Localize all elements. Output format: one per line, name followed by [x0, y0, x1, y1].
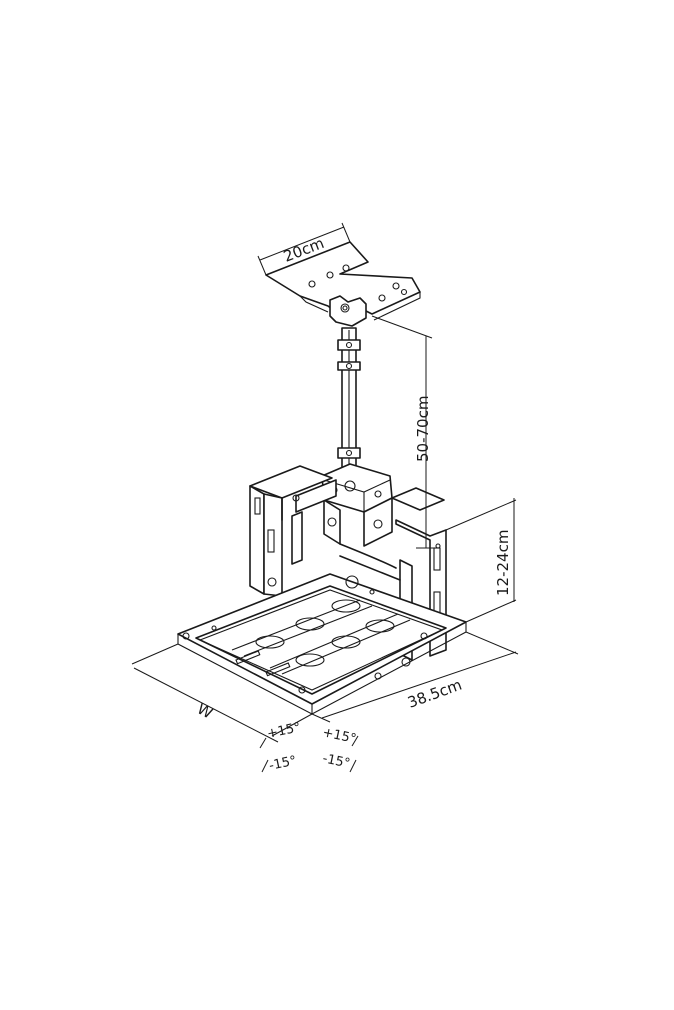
bracket-height-label: 12-24cm: [494, 530, 512, 596]
ceiling-plate: [265, 241, 421, 327]
projector-tray: [177, 573, 467, 715]
pole-length-label: 50-70cm: [414, 396, 432, 462]
tilt-right-positive-label: +15°: [321, 725, 357, 747]
tilt-right-negative-label: -15°: [321, 751, 351, 771]
tilt-left-positive-label: +15°: [266, 720, 302, 742]
depth-label: 38.5cm: [405, 676, 464, 712]
dimension-lines: [131, 222, 519, 773]
tilt-hinge: [321, 463, 393, 547]
extension-pole: [337, 327, 361, 471]
tilt-left-negative-label: -15°: [268, 753, 298, 773]
left-bracket-arms: [249, 465, 337, 597]
width-label: W: [194, 700, 216, 723]
vent-pad: [255, 599, 395, 667]
